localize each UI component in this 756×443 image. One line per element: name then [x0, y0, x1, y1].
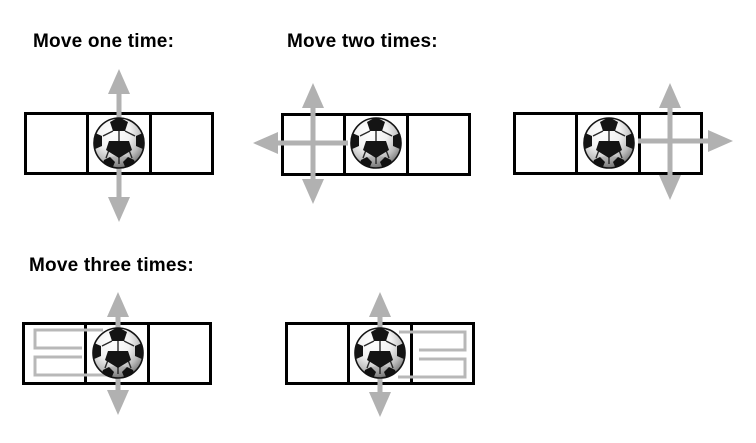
grid-cell-right	[412, 325, 472, 382]
soccer-ball-icon	[349, 116, 403, 170]
grid-cell-left	[27, 115, 90, 172]
grid-cell-right	[151, 115, 211, 172]
grid-cell-left	[288, 325, 351, 382]
soccer-ball-icon	[92, 116, 146, 170]
grid-cell-left	[516, 115, 579, 172]
arrow-right-icon	[638, 130, 733, 152]
soccer-ball-icon	[91, 326, 145, 380]
loop-path-icon	[33, 328, 107, 377]
loop-path-icon	[398, 330, 467, 379]
grid-cell-right	[408, 116, 468, 173]
grid-cell-right	[149, 325, 209, 382]
arrow-left-icon	[253, 132, 348, 154]
heading-move-three-times: Move three times:	[29, 255, 194, 276]
heading-move-two-times: Move two times:	[287, 31, 438, 52]
soccer-ball-icon	[353, 326, 407, 380]
soccer-ball-icon	[582, 116, 636, 170]
heading-move-one-time: Move one time:	[33, 31, 175, 52]
